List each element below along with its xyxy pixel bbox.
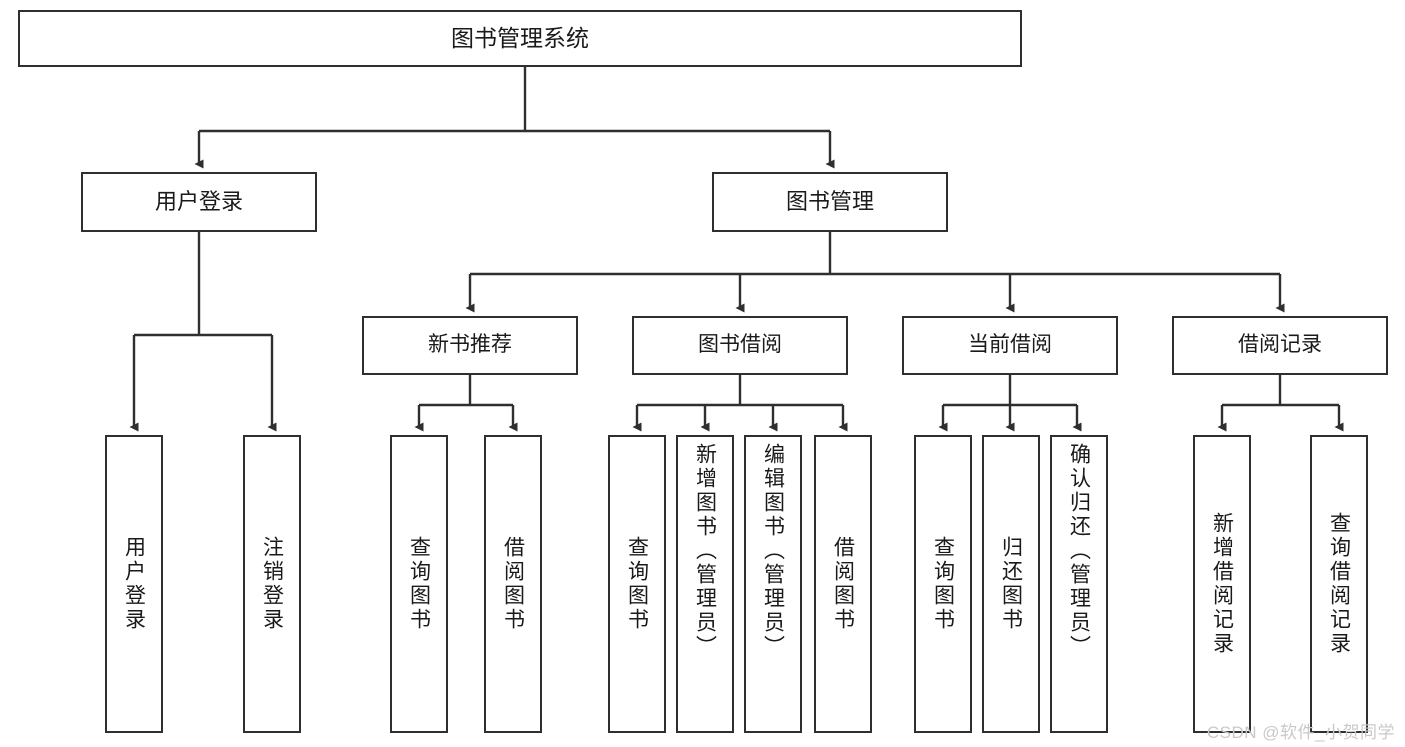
leaf-query-book-recommend[interactable]: 查询图书 — [390, 435, 448, 733]
node-label: 编辑图书（管理员） — [761, 443, 785, 659]
leaf-query-book-borrow[interactable]: 查询图书 — [608, 435, 666, 733]
node-current-borrow[interactable]: 当前借阅 — [902, 316, 1118, 375]
node-label: 新增图书（管理员） — [693, 443, 717, 659]
node-label: 图书借阅 — [698, 333, 782, 357]
node-new-book-recommend[interactable]: 新书推荐 — [362, 316, 578, 375]
node-label: 查询图书 — [625, 536, 649, 632]
node-label: 注销登录 — [260, 536, 284, 632]
node-label: 借阅图书 — [831, 536, 855, 632]
node-label: 查询图书 — [407, 536, 431, 632]
node-label: 查询图书 — [931, 536, 955, 632]
leaf-query-book-current[interactable]: 查询图书 — [914, 435, 972, 733]
node-label: 用户登录 — [122, 536, 146, 632]
node-label: 借阅记录 — [1238, 333, 1322, 357]
node-label: 图书管理系统 — [451, 25, 589, 52]
node-label: 图书管理 — [785, 189, 874, 215]
leaf-confirm-return-admin[interactable]: 确认归还（管理员） — [1050, 435, 1108, 733]
node-label: 新增借阅记录 — [1210, 512, 1234, 656]
node-user-login[interactable]: 用户登录 — [81, 172, 317, 232]
leaf-edit-book-admin[interactable]: 编辑图书（管理员） — [744, 435, 802, 733]
leaf-add-book-admin[interactable]: 新增图书（管理员） — [676, 435, 734, 733]
leaf-borrow-book[interactable]: 借阅图书 — [814, 435, 872, 733]
leaf-return-book[interactable]: 归还图书 — [982, 435, 1040, 733]
node-borrow-record[interactable]: 借阅记录 — [1172, 316, 1388, 375]
node-label: 当前借阅 — [968, 333, 1052, 357]
leaf-add-borrow-record[interactable]: 新增借阅记录 — [1193, 435, 1251, 733]
node-label: 归还图书 — [999, 536, 1023, 632]
node-label: 确认归还（管理员） — [1067, 443, 1091, 659]
node-label: 用户登录 — [154, 189, 243, 215]
leaf-user-login[interactable]: 用户登录 — [105, 435, 163, 733]
node-label: 查询借阅记录 — [1327, 512, 1351, 656]
node-book-management[interactable]: 图书管理 — [712, 172, 948, 232]
leaf-logout[interactable]: 注销登录 — [243, 435, 301, 733]
node-label: 借阅图书 — [501, 536, 525, 632]
node-root-system[interactable]: 图书管理系统 — [18, 10, 1022, 67]
leaf-query-borrow-record[interactable]: 查询借阅记录 — [1310, 435, 1368, 733]
watermark-text: CSDN @软件_小贺同学 — [1206, 723, 1395, 742]
leaf-borrow-book-recommend[interactable]: 借阅图书 — [484, 435, 542, 733]
node-book-borrow[interactable]: 图书借阅 — [632, 316, 848, 375]
node-label: 新书推荐 — [428, 333, 512, 357]
